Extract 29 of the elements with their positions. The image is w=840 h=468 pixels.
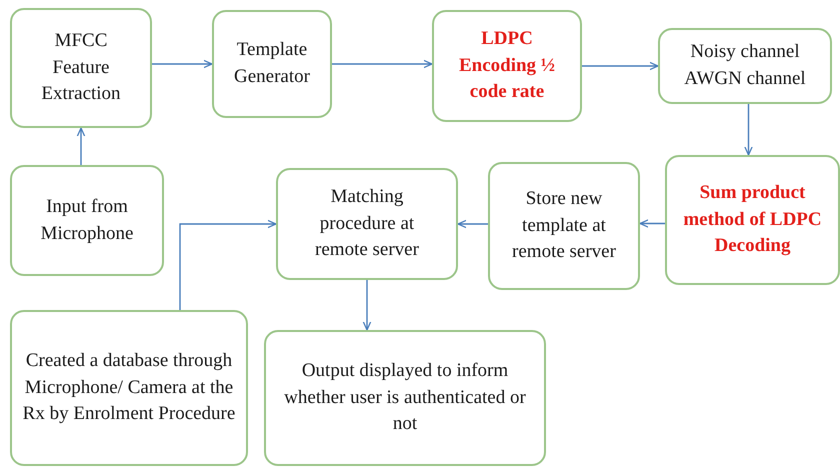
process-box bbox=[432, 10, 582, 122]
box-label: Noisy channel AWGN channel bbox=[683, 40, 807, 91]
arrow bbox=[76, 127, 86, 165]
arrow bbox=[179, 220, 277, 310]
process-box bbox=[10, 8, 152, 128]
process-box bbox=[10, 165, 164, 276]
box-label: Sum product method of LDPC Decoding bbox=[682, 181, 823, 258]
box-label: Matching procedure at remote server bbox=[314, 185, 420, 262]
box-label: Output displayed to inform whether user is authenticated or not bbox=[283, 359, 527, 436]
process-box bbox=[10, 310, 248, 466]
process-box bbox=[276, 168, 458, 280]
arrow bbox=[152, 60, 213, 68]
process-box bbox=[488, 162, 640, 290]
box-label: MFCC Feature Extraction bbox=[40, 29, 122, 106]
arrow bbox=[639, 219, 665, 228]
box-label: Created a database through Microphone/ Camera at the Rx by Enrolment Procedure bbox=[22, 349, 236, 426]
arrow bbox=[457, 220, 488, 228]
process-box bbox=[658, 28, 832, 104]
box-label: LDPC Encoding ½ code rate bbox=[458, 27, 556, 104]
process-box bbox=[665, 155, 840, 285]
box-label: Store new template at remote server bbox=[511, 187, 617, 264]
arrow bbox=[332, 60, 433, 68]
process-box bbox=[212, 10, 332, 118]
arrow bbox=[744, 104, 753, 156]
arrow bbox=[582, 62, 659, 70]
process-box bbox=[264, 330, 546, 466]
box-label: Input from Microphone bbox=[40, 194, 134, 246]
arrow bbox=[362, 280, 372, 331]
box-label: Template Generator bbox=[233, 38, 311, 89]
